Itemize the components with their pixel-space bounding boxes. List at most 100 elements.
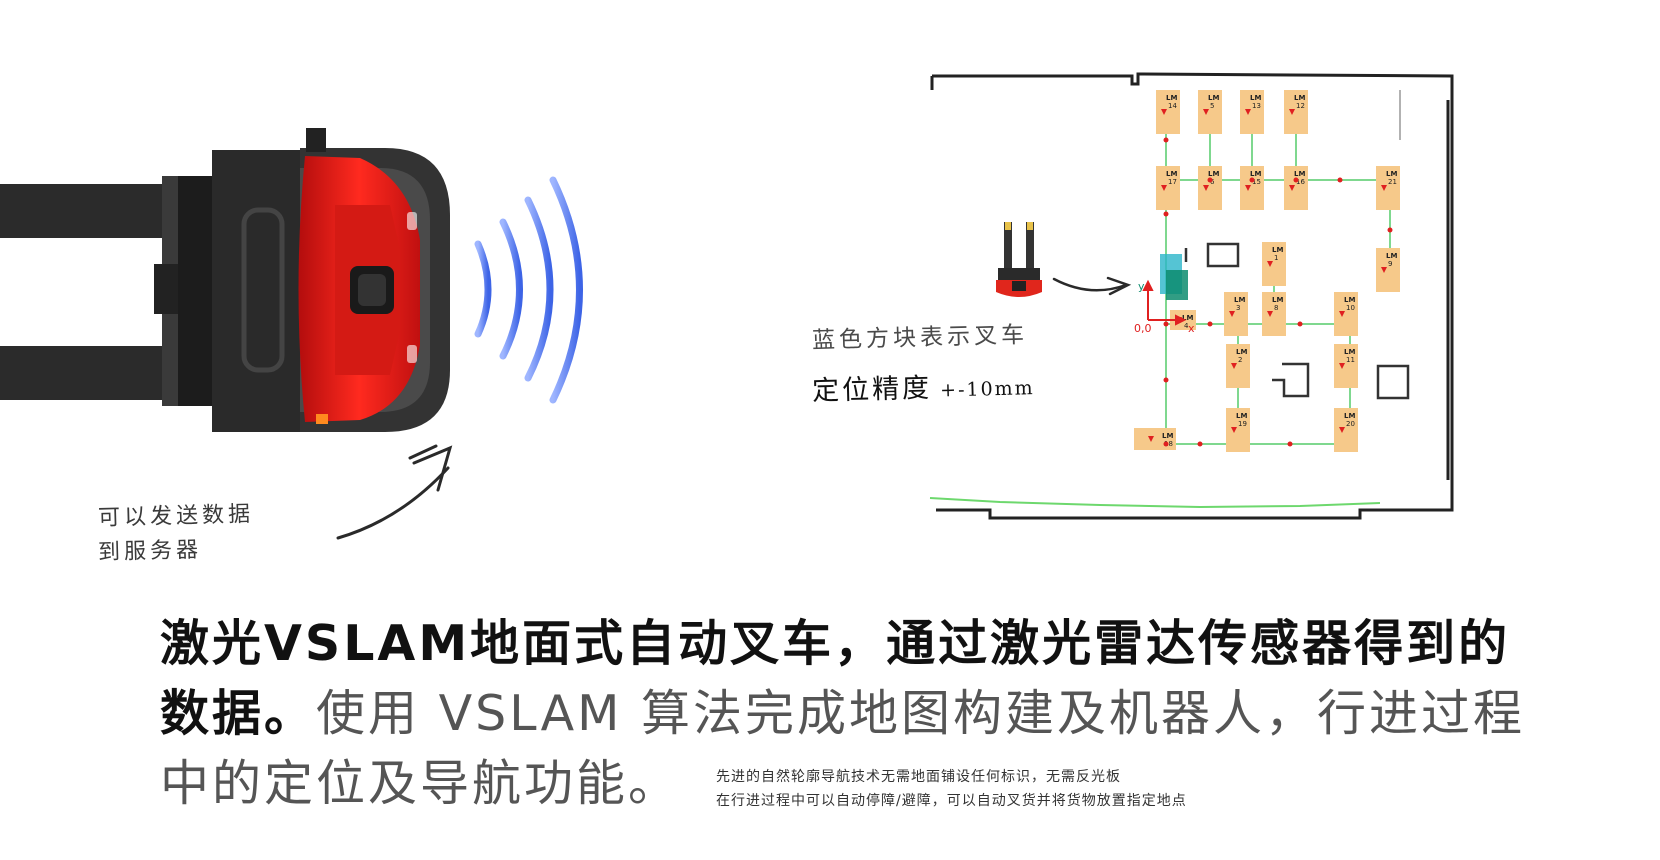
landmark-prefix: LM — [1208, 170, 1219, 178]
landmark-prefix: LM — [1294, 94, 1305, 102]
sketch-arrow-left — [336, 444, 453, 540]
note-send-data-line1: 可以发送数据 — [97, 501, 255, 532]
landmark-marker — [1231, 427, 1237, 433]
landmark-21 — [1376, 166, 1400, 210]
path-node — [1337, 177, 1343, 183]
landmark-9 — [1376, 248, 1400, 292]
landmark-prefix: LM — [1234, 296, 1245, 304]
landmark-number: 19 — [1238, 420, 1247, 428]
landmark-prefix: LM — [1162, 432, 1173, 440]
landmark-number: 1 — [1274, 254, 1278, 262]
headline-line1: 激光VSLAM地面式自动叉车，通过激光雷达传感器得到的 — [160, 615, 1511, 672]
landmark-number: 6 — [1210, 178, 1215, 186]
path-node — [1163, 321, 1169, 327]
landmark-marker — [1267, 311, 1273, 317]
landmark-marker — [1245, 185, 1251, 191]
note-accuracy-label: 定位精度 — [811, 372, 933, 407]
path-node — [1207, 177, 1213, 183]
landmark-number: 17 — [1168, 178, 1177, 186]
landmark-12 — [1284, 90, 1308, 134]
headline-line2: 数据。使用 VSLAM 算法完成地图构建及机器人，行进过程 — [160, 684, 1525, 744]
landmark-14 — [1156, 90, 1180, 134]
landmark-prefix: LM — [1272, 246, 1283, 254]
landmark-prefix: LM — [1386, 170, 1397, 178]
path-node — [1163, 137, 1169, 143]
landmark-marker — [1161, 109, 1167, 115]
landmark-number: 12 — [1296, 102, 1305, 110]
landmark-marker — [1231, 363, 1237, 369]
landmark-number: 21 — [1388, 178, 1397, 186]
path-node — [1207, 321, 1213, 327]
landmark-number: 14 — [1168, 102, 1177, 110]
map-obstacles — [1184, 242, 1410, 400]
forklift-topview-icon — [0, 128, 450, 432]
landmark-19 — [1226, 408, 1250, 452]
landmark-20 — [1334, 408, 1358, 452]
landmark-marker — [1339, 311, 1345, 317]
path-node — [1387, 227, 1393, 233]
map-axes — [1142, 279, 1187, 326]
landmark-marker — [1229, 311, 1235, 317]
landmark-number: 5 — [1210, 102, 1214, 110]
forklift-mini-icon — [996, 222, 1042, 297]
landmark-prefix: LM — [1182, 314, 1193, 322]
landmark-10 — [1334, 292, 1358, 336]
landmark-5 — [1198, 90, 1222, 134]
landmark-marker — [1339, 427, 1345, 433]
landmark-number: 20 — [1346, 420, 1355, 428]
landmark-number: 11 — [1346, 356, 1355, 364]
landmark-marker — [1148, 436, 1154, 442]
landmark-marker — [1289, 109, 1295, 115]
path-node — [1297, 321, 1303, 327]
landmark-marker — [1245, 109, 1251, 115]
map-walls — [930, 72, 1454, 520]
map-origin-label: 0,0 — [1134, 322, 1152, 335]
landmark-17 — [1156, 166, 1180, 210]
landmark-number: 9 — [1388, 260, 1392, 268]
landmark-1 — [1262, 242, 1286, 286]
landmark-marker — [1339, 363, 1345, 369]
path-node — [1163, 377, 1169, 383]
landmark-16 — [1284, 166, 1308, 210]
landmark-marker — [1289, 185, 1295, 191]
path-node — [1249, 177, 1255, 183]
landmark-prefix: LM — [1344, 412, 1355, 420]
landmark-prefix: LM — [1386, 252, 1397, 260]
subtext-line1: 先进的自然轮廓导航技术无需地面铺设任何标识，无需反光板 — [716, 769, 1121, 785]
landmark-number: 16 — [1296, 178, 1305, 186]
landmark-marker — [1161, 185, 1167, 191]
landmark-marker — [1267, 261, 1273, 267]
landmark-6 — [1198, 166, 1222, 210]
landmark-number: 10 — [1346, 304, 1355, 312]
landmark-prefix: LM — [1166, 170, 1177, 178]
landmark-11 — [1334, 344, 1358, 388]
map-axis-y-label: y — [1138, 280, 1145, 293]
landmark-prefix: LM — [1272, 296, 1283, 304]
landmark-3 — [1224, 292, 1248, 336]
landmark-number: 3 — [1236, 304, 1240, 312]
landmark-13 — [1240, 90, 1264, 134]
landmark-prefix: LM — [1294, 170, 1305, 178]
landmark-prefix: LM — [1236, 412, 1247, 420]
map-axis-x-label: x — [1188, 322, 1195, 335]
headline-line2-gray: 使用 VSLAM 算法完成地图构建及机器人，行进过程 — [316, 685, 1526, 742]
landmark-number: 15 — [1252, 178, 1261, 186]
landmark-8 — [1262, 292, 1286, 336]
subtext-line2: 在行进过程中可以自动停障/避障，可以自动叉货并将货物放置指定地点 — [716, 793, 1187, 809]
landmark-15 — [1240, 166, 1264, 210]
path-node — [1287, 441, 1293, 447]
landmark-number: 2 — [1238, 356, 1242, 364]
path-node — [1197, 441, 1203, 447]
headline-line3: 中的定位及导航功能。 — [160, 755, 681, 812]
note-accuracy-value: +-10mm — [939, 377, 1035, 402]
path-node — [1163, 211, 1169, 217]
path-node — [1293, 177, 1299, 183]
landmark-marker — [1203, 109, 1209, 115]
landmark-prefix: LM — [1344, 296, 1355, 304]
landmark-marker — [1203, 185, 1209, 191]
landmark-number: 13 — [1252, 102, 1261, 110]
note-send-data-line2: 到服务器 — [97, 537, 203, 566]
landmark-prefix: LM — [1344, 348, 1355, 356]
